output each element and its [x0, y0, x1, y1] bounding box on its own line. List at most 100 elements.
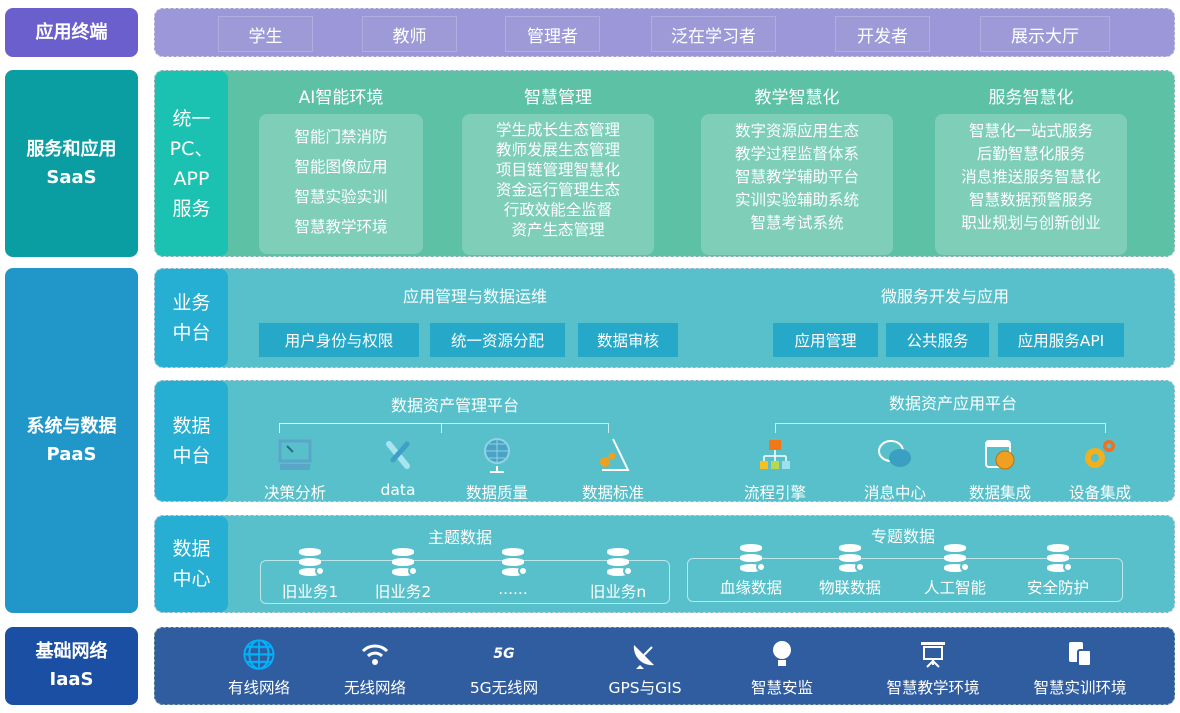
network-item[interactable]: GPS与GIS	[585, 636, 705, 698]
list-item: 智慧教学辅助平台	[734, 168, 859, 186]
network-label: 有线网络	[227, 679, 290, 697]
database-icon	[392, 548, 418, 576]
icon-item[interactable]: 数据标准	[568, 433, 658, 503]
db-item[interactable]: 旧业务2	[358, 548, 448, 602]
list-item: 消息推送服务智慧化	[961, 168, 1101, 186]
network-label: 智慧教学环境	[886, 679, 980, 697]
db-item[interactable]: 旧业务1	[265, 548, 355, 602]
terminal-developer[interactable]: 开发者	[835, 16, 930, 52]
module-api[interactable]: 应用服务API	[998, 323, 1124, 357]
device-icon	[1015, 636, 1145, 672]
module-app-mgmt[interactable]: 应用管理	[773, 323, 878, 357]
network-item[interactable]: 无线网络	[315, 636, 435, 698]
column-title: 服务智慧化	[988, 88, 1074, 108]
icon-item[interactable]: 决策分析	[250, 433, 340, 503]
layer-title: 系统与数据	[26, 415, 117, 437]
list-item: 智慧化一站式服务	[968, 122, 1093, 140]
database-icon	[299, 548, 325, 576]
terminal-teacher[interactable]: 教师	[362, 16, 457, 52]
database-icon	[839, 544, 865, 572]
tab-line: APP	[173, 167, 210, 190]
easel-icon	[868, 636, 998, 672]
icon-item[interactable]: 数据质量	[452, 433, 542, 503]
business-tab: 业务中台	[155, 269, 228, 367]
5g-icon: 5G	[493, 646, 515, 662]
db-item[interactable]: 安全防护	[1013, 544, 1103, 598]
db-label: 物联数据	[818, 579, 881, 597]
network-item[interactable]: 智慧教学环境	[868, 636, 998, 698]
icon-label: 决策分析	[263, 484, 326, 502]
tab-line: 服务	[172, 197, 211, 220]
globe-icon	[452, 433, 542, 477]
database-icon	[502, 548, 528, 576]
section-title: 专题数据	[870, 527, 935, 546]
icon-item[interactable]: data	[353, 433, 443, 499]
database-icon	[1047, 544, 1073, 572]
column-title: 教学智慧化	[754, 88, 840, 108]
data-platform-tab: 数据中台	[155, 381, 228, 501]
icon-item[interactable]: 消息中心	[850, 433, 940, 503]
network-panel: 🌐有线网络 无线网络 5G 5G无线网 GPS与GIS 智慧安监 智慧教学环境 智…	[154, 627, 1175, 705]
layer-title: 基础网络	[35, 641, 108, 662]
layer-subtitle: IaaS	[49, 669, 94, 690]
section-title: 微服务开发与应用	[880, 287, 1009, 306]
tab-line: 数据	[172, 415, 211, 437]
list-item: 智能门禁消防	[294, 128, 388, 146]
bracket-line	[775, 423, 1106, 433]
list-item: 智能图像应用	[294, 158, 388, 176]
network-label: 智慧安监	[750, 679, 813, 697]
db-item[interactable]: 物联数据	[805, 544, 895, 598]
db-label: 安全防护	[1026, 579, 1089, 597]
list-item: 智慧考试系统	[750, 214, 844, 232]
icon-item[interactable]: 设备集成	[1055, 433, 1145, 503]
module-identity[interactable]: 用户身份与权限	[259, 323, 419, 357]
network-label: 智慧实训环境	[1033, 679, 1127, 697]
layer-subtitle: SaaS	[46, 166, 97, 188]
list-item: 教学过程监督体系	[734, 145, 859, 163]
flowchart-icon	[730, 433, 820, 477]
icon-label: 数据质量	[465, 484, 528, 502]
module-audit[interactable]: 数据审核	[578, 323, 678, 357]
db-label: ......	[498, 580, 528, 598]
saas-column: 智慧管理 学生成长生态管理教师发展生态管理项目链管理智慧化资金运行管理生态行政效…	[462, 83, 654, 255]
list-item: 智慧教学环境	[294, 218, 388, 236]
group-frame	[260, 560, 670, 604]
list-item: 实训实验辅助系统	[734, 191, 859, 209]
terminal-learner[interactable]: 泛在学习者	[651, 16, 776, 52]
network-label: 5G无线网	[469, 679, 539, 697]
group-frame	[687, 558, 1123, 602]
db-label: 旧业务n	[589, 583, 647, 601]
module-public[interactable]: 公共服务	[886, 323, 989, 357]
icon-label: 消息中心	[863, 484, 926, 502]
module-resource[interactable]: 统一资源分配	[430, 323, 565, 357]
icon-item[interactable]: 流程引擎	[730, 433, 820, 503]
network-item[interactable]: 🌐有线网络	[199, 636, 319, 698]
data-platform-panel: 数据中台 数据资产管理平台 数据资产应用平台 决策分析 data 数据质量 数据…	[154, 380, 1175, 502]
network-item[interactable]: 智慧实训环境	[1015, 636, 1145, 698]
layer-label-terminal: 应用终端	[5, 8, 138, 57]
terminal-admin[interactable]: 管理者	[505, 16, 600, 52]
business-panel: 业务中台 应用管理与数据运维 微服务开发与应用 用户身份与权限 统一资源分配 数…	[154, 268, 1175, 368]
icon-label: 数据标准	[581, 484, 644, 502]
db-item[interactable]: ......	[468, 548, 558, 598]
saas-column: 教学智慧化 数字资源应用生态教学过程监督体系智慧教学辅助平台实训实验辅助系统智慧…	[701, 83, 893, 255]
db-item[interactable]: 旧业务n	[573, 548, 663, 602]
list-item: 数字资源应用生态	[734, 122, 859, 140]
db-item[interactable]: 血缘数据	[706, 544, 796, 598]
icon-item[interactable]: 数据集成	[955, 433, 1045, 503]
tab-line: 数据	[172, 538, 211, 560]
db-item[interactable]: 人工智能	[910, 544, 1000, 598]
icon-label: 设备集成	[1068, 484, 1131, 502]
section-title: 数据资产应用平台	[888, 394, 1017, 413]
database-icon	[740, 544, 766, 572]
network-item[interactable]: 5G 5G无线网	[444, 636, 564, 698]
section-title: 应用管理与数据运维	[402, 287, 547, 306]
section-title: 主题数据	[427, 528, 492, 547]
terminal-hall[interactable]: 展示大厅	[980, 16, 1110, 52]
list-item: 资产生态管理	[511, 221, 605, 239]
network-item[interactable]: 智慧安监	[722, 636, 842, 698]
terminal-student[interactable]: 学生	[218, 16, 313, 52]
